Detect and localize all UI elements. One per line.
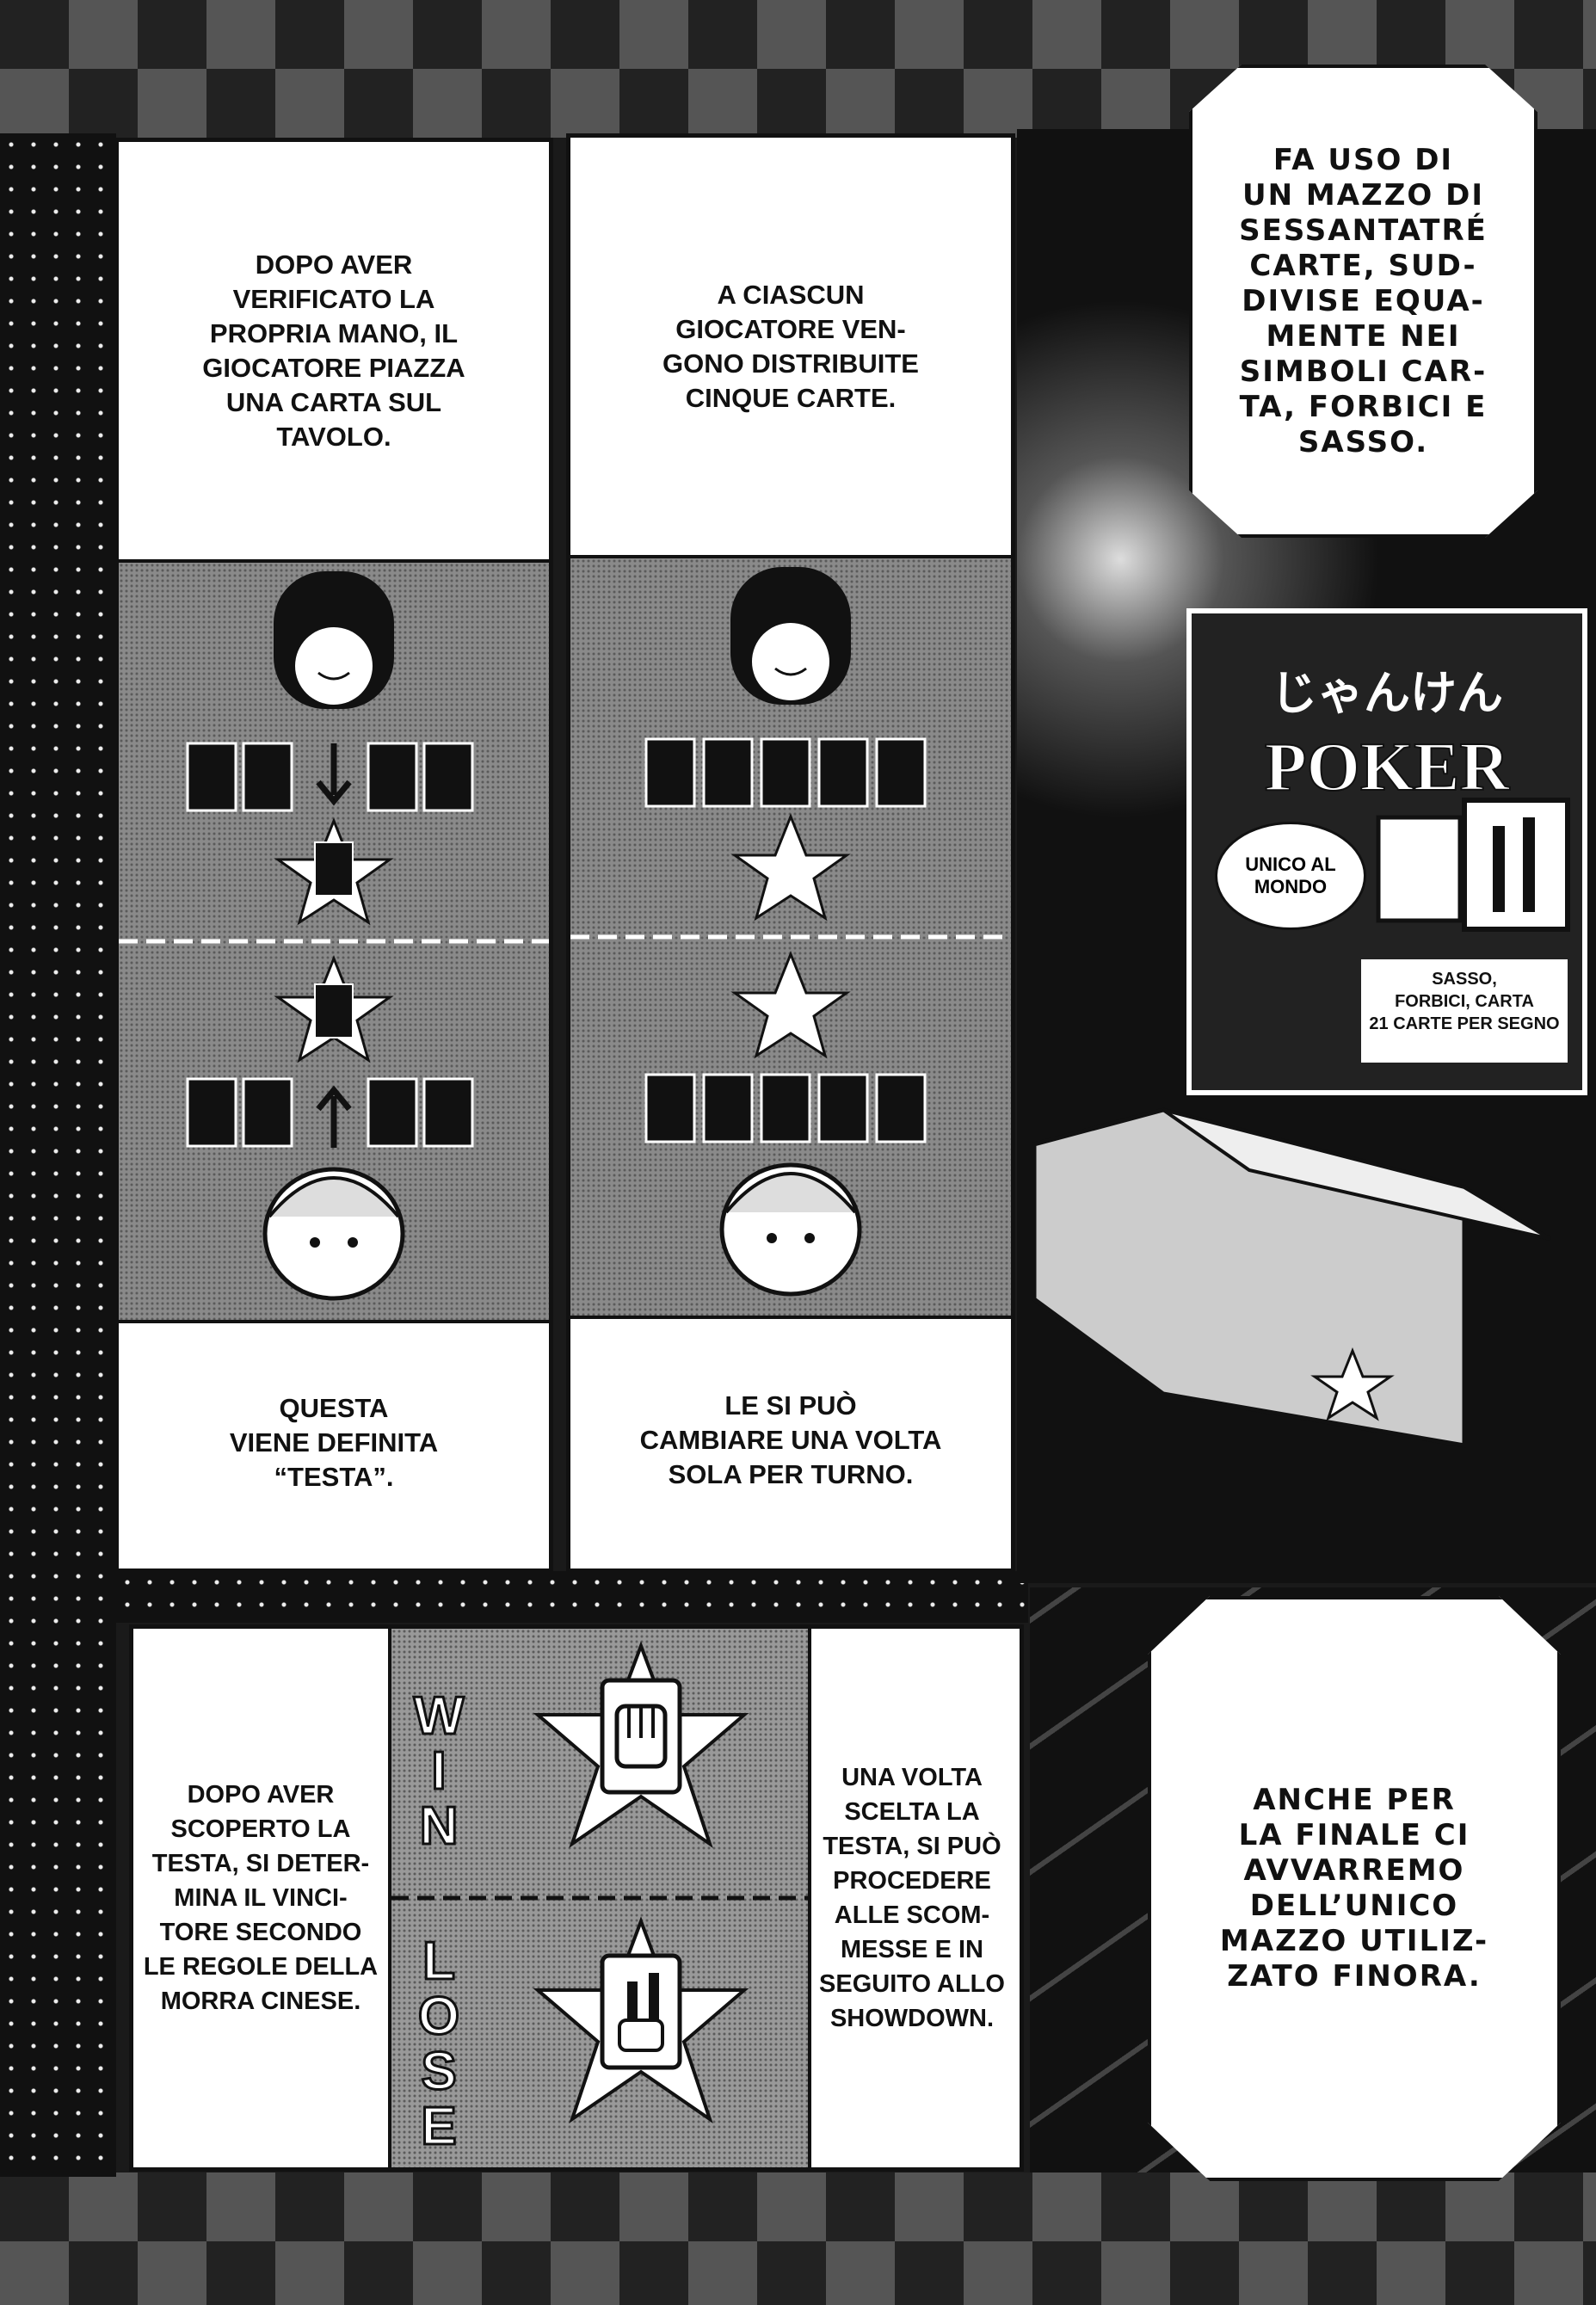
box-logo-poker: POKER [1264,729,1510,806]
card-box-illustration [1032,608,1587,1448]
card-shoe-icon [1032,1107,1552,1448]
win-lose-diagram: W I N L O S E [388,1629,811,2167]
star-empty-bottom-icon [730,950,851,1059]
caption-right: UNA VOLTA SCELTA LA TESTA, SI PUÒ PROCED… [819,1764,1005,2032]
speech-balloon-final: ANCHE PER LA FINALE CI AVVARREMO DELL’UN… [1148,1596,1561,2181]
table-diagram [570,555,1011,1319]
table-diagram [119,559,549,1323]
diagram-art [119,571,549,1301]
polka-dot-strip [0,133,116,2177]
caption-top: A CIASCUN GIOCATORE VEN- GONO DISTRIBUIT… [662,279,919,413]
card-row-top-icon [186,742,474,812]
caption-bottom: QUESTA VIENE DEFINITA “TESTA”. [229,1392,439,1492]
player-avatar-icon [262,1167,405,1301]
opponent-avatar-icon [730,567,851,705]
panel-showdown-rules: DOPO AVER SCOPERTO LA TESTA, SI DETER- M… [129,1624,1024,2172]
lose-label: L O S E [416,1932,460,2156]
card-row-bottom-icon [186,1077,474,1148]
panel-place-card: DOPO AVER VERIFICATO LA PROPRIA MANO, IL… [114,138,553,1573]
diagram-art [570,567,1011,1297]
star-empty-top-icon [730,812,851,921]
balloon-text: FA USO DI UN MAZZO DI SESSANTATRÉ CARTE,… [1239,142,1488,459]
box-burst-label: UNICO AL MONDO [1215,822,1366,930]
scissors-hand-icon [600,1953,682,2070]
card-row-bottom-icon [644,1073,927,1143]
balloon-text: ANCHE PER LA FINALE CI AVVARREMO DELL’UN… [1219,1783,1489,1994]
win-label: W I N [412,1686,465,1856]
caption-left: DOPO AVER SCOPERTO LA TESTA, SI DETER- M… [143,1781,379,2015]
speech-balloon-deck: FA USO DI UN MAZZO DI SESSANTATRÉ CARTE,… [1189,65,1537,538]
box-logo-jp: じゃんけん [1271,665,1503,720]
panel-deal-cards: A CIASCUN GIOCATORE VEN- GONO DISTRIBUIT… [566,133,1015,1573]
box-contents-label: SASSO, FORBICI, CARTA 21 CARTE PER SEGNO [1369,970,1560,1033]
polka-dot-gutter [116,1571,1028,1623]
arrow-up-icon [316,1085,352,1148]
rock-fist-icon [600,1678,682,1795]
star-emblem-icon [1310,1347,1395,1421]
checker-border-bottom [0,2172,1596,2305]
opponent-avatar-icon [274,571,394,709]
arrow-down-icon [316,743,352,806]
diagram-art [391,1641,808,2124]
player-avatar-icon [719,1162,862,1297]
card-row-top-icon [644,737,927,808]
caption-bottom: LE SI PUÒ CAMBIARE UNA VOLTA SOLA PER TU… [639,1390,942,1489]
caption-top: DOPO AVER VERIFICATO LA PROPRIA MANO, IL… [202,249,465,452]
